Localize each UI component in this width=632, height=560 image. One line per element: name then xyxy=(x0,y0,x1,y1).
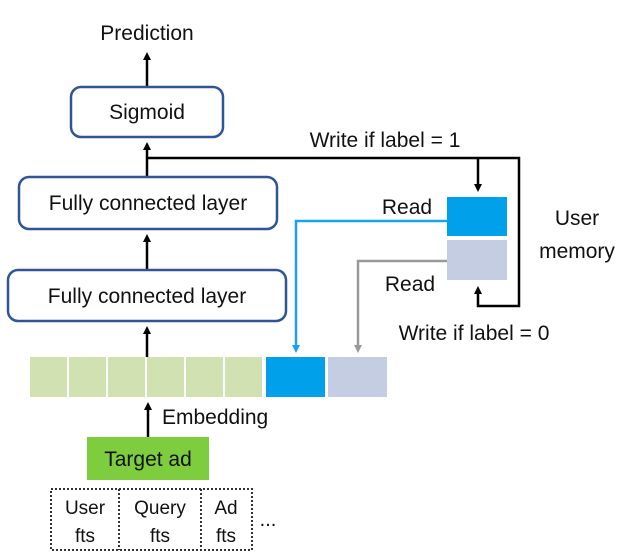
embedding-label: Embedding xyxy=(162,406,268,429)
user-memory: User memory xyxy=(447,197,615,280)
memory-negative-block xyxy=(447,240,507,280)
feature-group: User fts Query fts Ad fts ... xyxy=(50,488,277,551)
write-negative-path xyxy=(148,156,521,308)
feature-user-line1: User xyxy=(65,498,106,519)
fc-lower-label: Fully connected layer xyxy=(48,285,246,308)
memory-positive-block xyxy=(447,197,507,236)
feature-query-line1: Query xyxy=(134,498,186,519)
fc-layer-lower: Fully connected layer xyxy=(6,268,288,323)
sigmoid-label: Sigmoid xyxy=(109,101,185,124)
sigmoid-layer: Sigmoid xyxy=(69,85,225,139)
write-negative-label: Write if label = 0 xyxy=(399,322,550,345)
embedding-cell xyxy=(225,357,262,397)
user-memory-label-line1: User xyxy=(555,207,599,230)
feature-ad-line1: Ad xyxy=(214,498,237,519)
embedding-cell xyxy=(69,357,106,397)
feature-user-line2: fts xyxy=(75,526,95,547)
sigmoid-box xyxy=(69,85,225,139)
prediction-label: Prediction xyxy=(100,22,193,45)
fc-lower-box xyxy=(6,268,288,323)
embedding-cell xyxy=(186,357,223,397)
fc-layer-upper: Fully connected layer xyxy=(17,175,279,231)
fc-upper-label: Fully connected layer xyxy=(49,192,247,215)
target-ad-label: Target ad xyxy=(104,448,192,471)
read-negative-path xyxy=(354,259,447,353)
feature-ad-line2: fts xyxy=(216,526,236,547)
feature-query-line2: fts xyxy=(150,526,170,547)
read-positive-label: Read xyxy=(382,196,432,219)
fc-upper-box xyxy=(17,175,279,231)
read-positive-path xyxy=(292,219,447,353)
more-features-ellipsis: ... xyxy=(260,509,277,531)
embedding-cell xyxy=(147,357,184,397)
features-outline xyxy=(50,488,253,551)
user-memory-label-line2: memory xyxy=(539,240,615,263)
embedding-vector xyxy=(30,357,387,397)
write-positive-label: Write if label = 1 xyxy=(310,129,461,152)
read-negative-label: Read xyxy=(385,273,435,296)
target-ad: Target ad xyxy=(87,437,209,480)
embedding-cell-positive-memory xyxy=(266,357,325,397)
embedding-cell xyxy=(108,357,145,397)
embedding-cell-negative-memory xyxy=(328,357,387,397)
embedding-cell xyxy=(30,357,67,397)
target-ad-box xyxy=(87,437,209,480)
